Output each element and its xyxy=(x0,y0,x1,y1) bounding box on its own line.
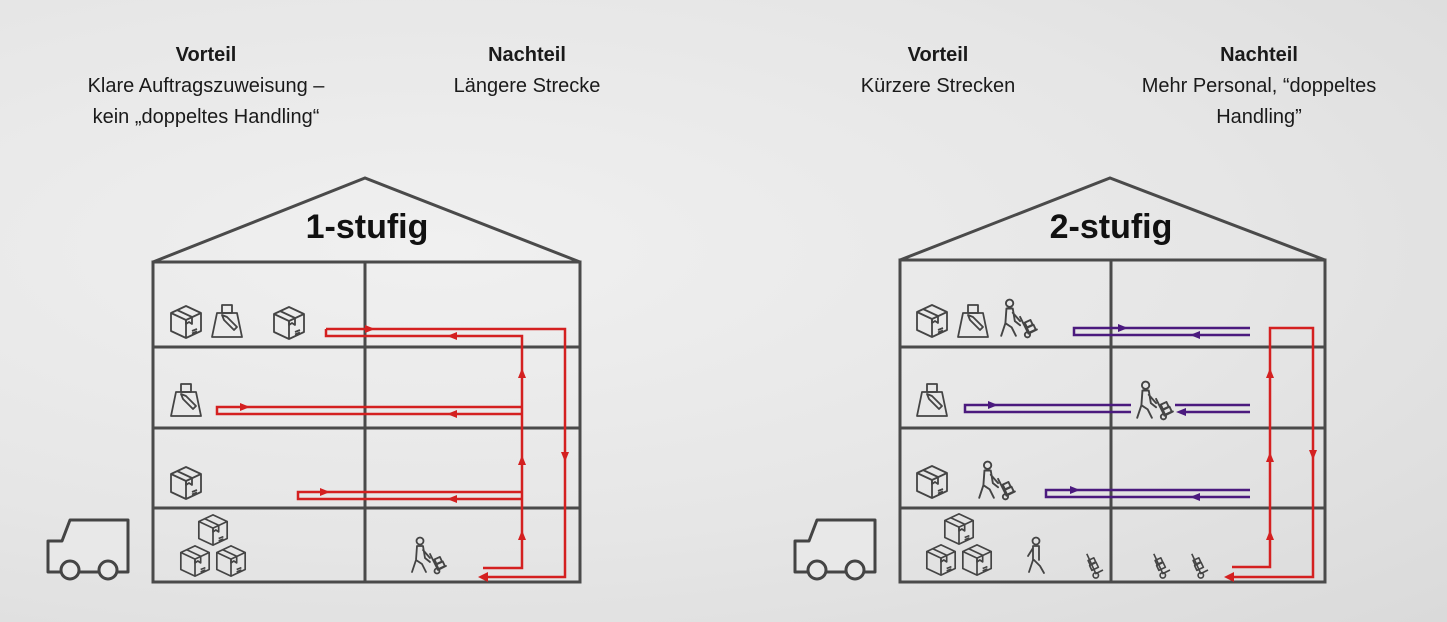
right-pro-heading: Vorteil xyxy=(907,44,969,66)
box-icon xyxy=(215,545,247,577)
worker-trolley-icon xyxy=(1000,298,1038,339)
box-icon xyxy=(273,306,305,340)
hand-trolley-icon xyxy=(1152,552,1171,579)
box-icon xyxy=(179,545,211,577)
truck-icon-left xyxy=(46,518,130,581)
right-con-line-1: Mehr Personal, “doppeltes xyxy=(1141,75,1377,97)
truck-icon-right xyxy=(793,518,877,581)
worker-trolley-icon xyxy=(978,460,1016,501)
left-con-line-1: Längere Strecke xyxy=(453,75,601,97)
right-con: Nachteil Mehr Personal, “doppeltes Handl… xyxy=(1099,40,1419,133)
box-icon xyxy=(925,544,957,576)
worker-trolley-icon xyxy=(1136,380,1174,421)
left-con-heading: Nachteil xyxy=(488,44,566,66)
right-pro: Vorteil Kürzere Strecken xyxy=(778,40,1098,102)
right-con-heading: Nachteil xyxy=(1220,44,1298,66)
weight-bag-icon xyxy=(211,304,243,338)
box-icon xyxy=(170,305,202,339)
left-con: Nachteil Längere Strecke xyxy=(367,40,687,102)
weight-bag-icon xyxy=(170,383,202,417)
left-pro-line-2: kein „doppeltes Handling“ xyxy=(92,106,320,128)
weight-bag-icon xyxy=(916,383,948,417)
left-pro-heading: Vorteil xyxy=(175,44,237,66)
left-pro-line-1: Klare Auftragszuweisung – xyxy=(87,75,325,97)
red-arrowheads-right xyxy=(1224,368,1317,582)
red-arrowheads-left xyxy=(240,325,569,582)
house-1-stufig xyxy=(151,176,582,584)
floor-lines xyxy=(900,260,1325,582)
worker-trolley-icon xyxy=(411,536,447,575)
box-icon xyxy=(961,544,993,576)
red-path-left xyxy=(215,327,567,579)
hand-trolley-icon xyxy=(1190,552,1209,579)
house-2-stufig xyxy=(898,176,1327,584)
floor-lines xyxy=(153,262,580,582)
box-icon xyxy=(916,304,948,338)
weight-bag-icon xyxy=(957,304,989,338)
box-icon xyxy=(916,465,948,499)
purple-arrowheads xyxy=(988,324,1200,501)
left-pro: Vorteil Klare Auftragszuweisung – kein „… xyxy=(46,40,366,133)
purple-paths-right xyxy=(963,326,1250,499)
box-icon xyxy=(943,513,975,545)
title-2-stufig: 2-stufig xyxy=(1050,208,1173,246)
hand-trolley-icon xyxy=(1085,552,1104,579)
title-1-stufig: 1-stufig xyxy=(306,208,429,246)
box-icon xyxy=(197,514,229,546)
box-icon xyxy=(170,466,202,500)
walking-worker-icon xyxy=(1027,536,1045,574)
right-pro-line-1: Kürzere Strecken xyxy=(860,75,1016,97)
right-con-line-2: Handling” xyxy=(1216,106,1302,128)
red-path-right xyxy=(1232,326,1315,579)
